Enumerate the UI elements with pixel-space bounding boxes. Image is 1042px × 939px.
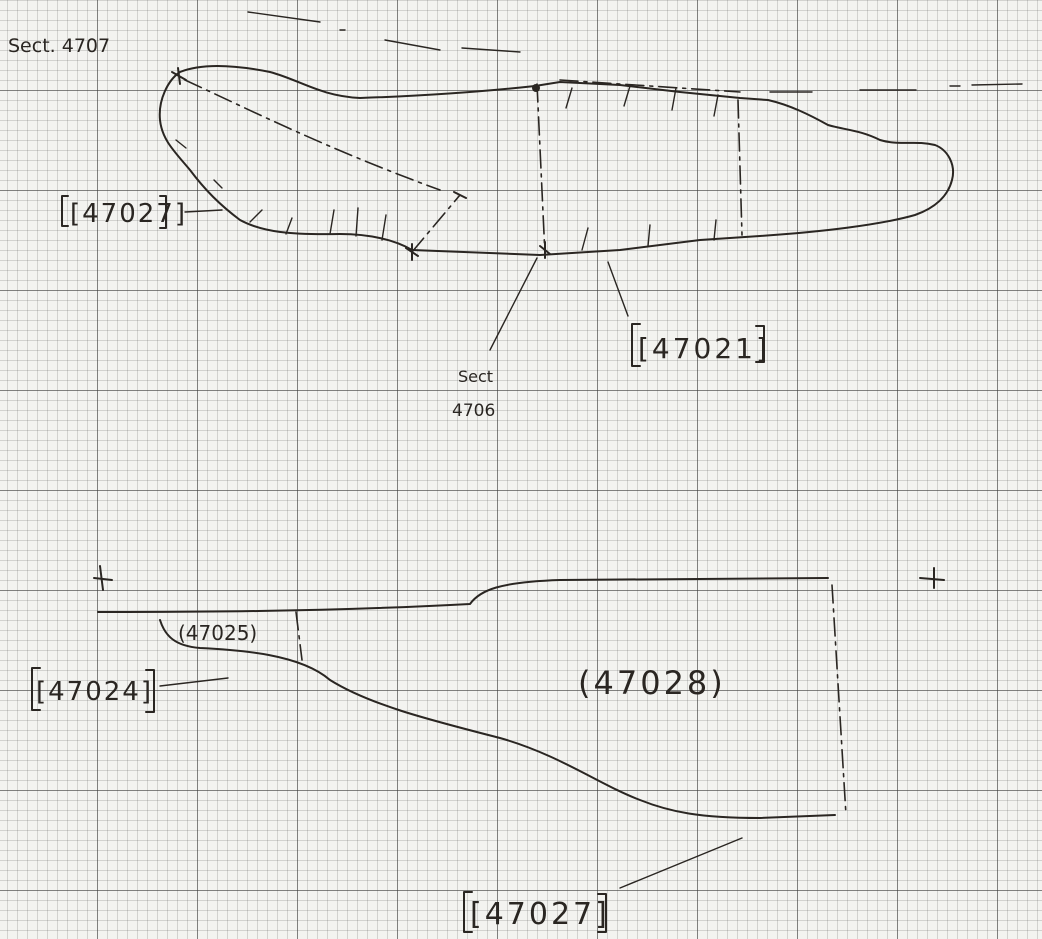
upper-interior-dashline bbox=[184, 79, 441, 191]
label-47021: [47021] bbox=[638, 332, 770, 365]
upper-datum-line bbox=[247, 11, 1023, 93]
lower-cut-profile bbox=[159, 619, 836, 819]
label-47028: (47028) bbox=[578, 664, 726, 702]
upper-feature-outline bbox=[158, 64, 954, 256]
lower-right-vertical-dashline bbox=[831, 584, 847, 816]
label-47025: (47025) bbox=[178, 621, 257, 645]
section-point-markers bbox=[171, 67, 551, 261]
label-47027-upper: [47027] bbox=[70, 199, 187, 229]
label-4706-line1: Sect bbox=[458, 367, 493, 386]
lower-left-vertical-dashline bbox=[295, 611, 303, 661]
leader-47024 bbox=[159, 677, 229, 687]
right-vertical-dashline bbox=[737, 99, 743, 236]
label-47027-lower: [47027] bbox=[470, 897, 610, 932]
label-section-4707: Sect. 4707 bbox=[8, 35, 110, 57]
leader-4706 bbox=[489, 257, 538, 351]
upper-hatch-ticks bbox=[175, 85, 719, 251]
bracket-47027-upper bbox=[61, 195, 167, 229]
lower-upper-surface bbox=[97, 577, 829, 613]
leader-47027-lower bbox=[619, 837, 743, 889]
bracket-47024 bbox=[31, 667, 155, 713]
leader-47027-upper bbox=[184, 209, 223, 213]
leader-47021 bbox=[607, 261, 629, 317]
bracket-47021 bbox=[631, 323, 765, 367]
section-4706-vertical bbox=[536, 83, 546, 256]
upper-top-dash bbox=[559, 79, 741, 93]
label-47024: [47024] bbox=[36, 677, 153, 707]
upper-diagonal-dashline bbox=[411, 194, 461, 253]
label-4706-line2: 4706 bbox=[452, 401, 495, 421]
bracket-47027-lower bbox=[463, 891, 607, 933]
lower-datum-markers bbox=[93, 565, 945, 591]
